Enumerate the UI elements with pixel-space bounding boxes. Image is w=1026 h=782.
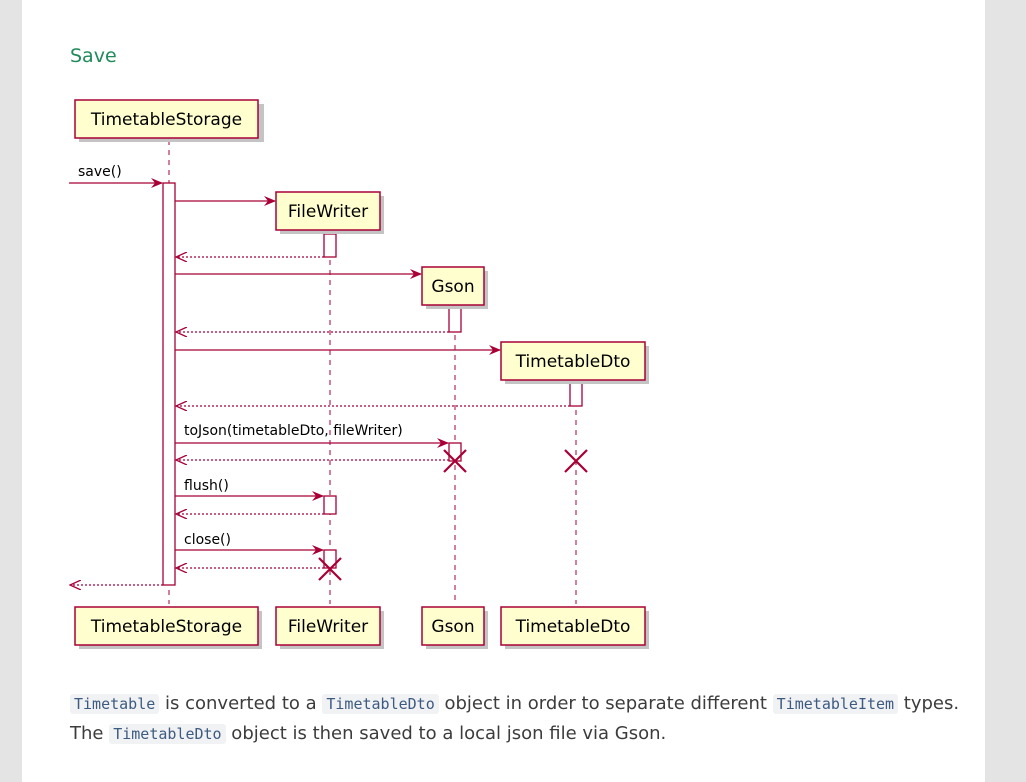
message-label-tojson: toJson(timetableDto, fileWriter)	[184, 423, 403, 439]
participant-dto-bottom: TimetableDto	[500, 606, 649, 649]
message-label-close: close()	[184, 532, 231, 548]
participant-storage-top: TimetableStorage	[74, 99, 264, 142]
svg-text:FileWriter: FileWriter	[288, 617, 368, 637]
destroy-filewriter-icon	[318, 557, 342, 581]
participant-filewriter-bottom: FileWriter	[275, 606, 384, 649]
svg-text:Gson: Gson	[431, 277, 474, 297]
inline-code-timetable: Timetable	[70, 694, 160, 714]
description-text-2: object in order to separate different	[438, 693, 773, 714]
description-text-3: types. The	[70, 693, 960, 744]
document-page: Save TimetableStorage	[22, 0, 985, 782]
section-heading: Save	[70, 45, 117, 67]
svg-text:TimetableStorage: TimetableStorage	[90, 110, 242, 130]
svg-text:TimetableDto: TimetableDto	[515, 617, 631, 637]
sequence-diagram: TimetableStorage FileWriter Gson Timetab…	[69, 99, 649, 649]
inline-code-timetabledto: TimetableDto	[322, 694, 439, 714]
participant-gson-created: Gson	[421, 266, 488, 309]
activation-dto-create	[569, 380, 583, 407]
description-text-1: is converted to a	[159, 693, 323, 714]
svg-text:Gson: Gson	[431, 617, 474, 637]
activation-filewriter-flush	[323, 495, 337, 515]
activation-storage	[162, 182, 176, 586]
message-label-flush: flush()	[184, 478, 229, 494]
destroy-dto-icon	[564, 449, 588, 473]
description-paragraph: Timetable is converted to a TimetableDto…	[70, 689, 970, 749]
description-text-4: object is then saved to a local json fil…	[225, 723, 667, 744]
participant-filewriter-created: FileWriter	[275, 191, 384, 234]
svg-text:FileWriter: FileWriter	[288, 202, 368, 222]
svg-text:TimetableStorage: TimetableStorage	[90, 617, 242, 637]
activation-filewriter-create	[323, 233, 337, 258]
inline-code-timetableitem: TimetableItem	[772, 694, 899, 714]
destroy-gson-icon	[443, 449, 467, 473]
inline-code-timetabledto-2: TimetableDto	[109, 724, 226, 744]
participant-storage-bottom: TimetableStorage	[74, 606, 262, 649]
participant-dto-created: TimetableDto	[500, 341, 649, 384]
activation-gson-create	[448, 307, 462, 333]
svg-text:TimetableDto: TimetableDto	[515, 352, 631, 372]
message-label-save: save()	[78, 164, 122, 180]
participant-gson-bottom: Gson	[421, 606, 488, 649]
